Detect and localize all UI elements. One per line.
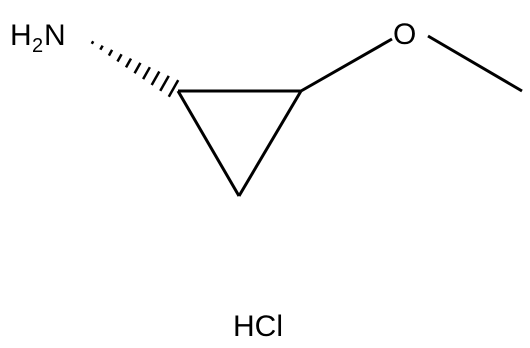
hash-stroke <box>90 40 95 45</box>
carbon-oxygen-bond <box>300 37 393 93</box>
hashed-wedge-bond <box>90 40 180 98</box>
amine-hydrogen-count: 2 <box>32 35 43 57</box>
hash-stroke <box>116 53 123 63</box>
hash-stroke <box>150 70 161 86</box>
hash-stroke <box>167 79 180 98</box>
ring-bond-bottom <box>176 90 241 197</box>
ring-bond-right <box>237 90 303 197</box>
hash-stroke <box>159 75 170 92</box>
oxygen-label: O <box>393 18 416 51</box>
hash-stroke <box>124 57 133 68</box>
oxygen-methyl-bond <box>427 34 523 93</box>
hash-stroke <box>133 62 142 74</box>
hash-stroke <box>99 44 104 51</box>
hash-stroke <box>107 49 114 57</box>
hash-stroke <box>142 66 151 80</box>
amine-hydrogen-label: H <box>10 19 32 52</box>
amine-nitrogen-label: N <box>44 19 66 52</box>
hcl-salt-label: HCl <box>233 310 283 343</box>
